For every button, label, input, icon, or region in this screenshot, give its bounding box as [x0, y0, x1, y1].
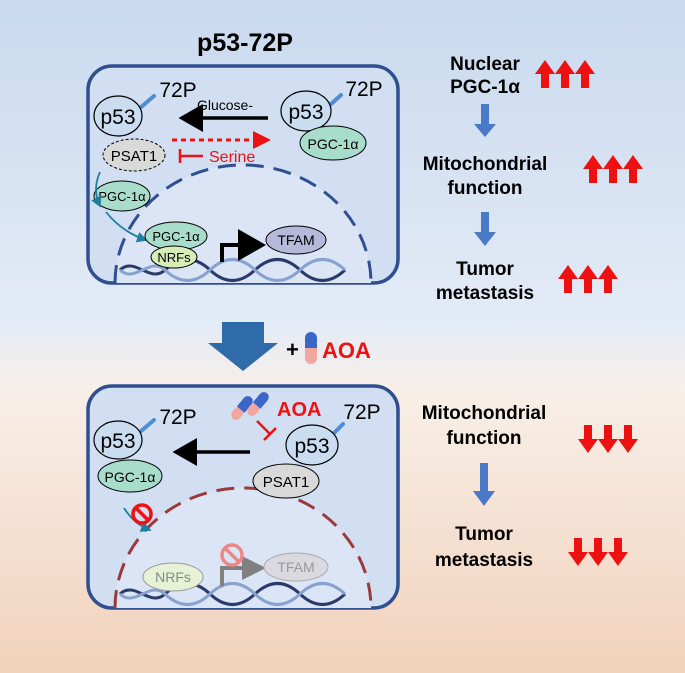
- tag-72p-bottom-left: 72P: [159, 406, 196, 429]
- flow3-line2: metastasis: [436, 283, 534, 304]
- p53-left: [93, 95, 143, 137]
- plus-sign: +: [286, 337, 299, 362]
- flow1-line1: Nuclear: [450, 54, 520, 75]
- nrfs-top-label: NRFs: [157, 250, 191, 265]
- up-arrows-2: [583, 155, 643, 183]
- flow1-line2: PGC-1α: [450, 77, 520, 98]
- bottom-flow: Mitochondrial function Tumor metastasis: [422, 403, 638, 571]
- pgc1a-right: [299, 125, 367, 161]
- tag-line-left: [138, 94, 156, 110]
- top-flow: Nuclear PGC-1α Mitochondrial function Tu…: [423, 54, 643, 304]
- up-arrows-3: [558, 265, 618, 293]
- pgc1a-cyto-label: PGC-1α: [98, 189, 146, 204]
- pgc1a-nuclear-label: PGC-1α: [152, 229, 200, 244]
- bflow2-line1: Tumor: [455, 524, 513, 545]
- pgc1a-bottom-left-label: PGC-1α: [105, 469, 156, 485]
- tfam-top: [265, 225, 327, 255]
- transcription-arrow-top: [220, 229, 266, 262]
- p53-right: [280, 90, 332, 132]
- tag-line-bottom-left: [138, 418, 156, 434]
- flow2-line1: Mitochondrial: [423, 154, 548, 175]
- up-arrows-1: [535, 60, 595, 88]
- translocation-arrow-2: [105, 211, 148, 243]
- flow3-line1: Tumor: [456, 259, 514, 280]
- capsule-icon-bottom: [231, 392, 269, 420]
- p53-bottom-left: [93, 420, 143, 460]
- no-entry-icon-1: [131, 503, 153, 525]
- tag-72p-right: 72P: [345, 78, 382, 101]
- nrfs-top: [150, 245, 198, 269]
- dna-helix-top: [118, 258, 347, 282]
- flow2-line2: function: [448, 178, 523, 199]
- bflow2-line2: metastasis: [435, 550, 533, 571]
- top-title: p53-72P: [197, 29, 293, 57]
- no-entry-icon-2: [220, 543, 244, 567]
- down-arrows-2: [568, 538, 628, 566]
- glucose-label: Glucose-: [197, 97, 253, 113]
- psat1-bottom-label: PSAT1: [263, 474, 309, 491]
- capsule-icon: [305, 332, 317, 364]
- nrfs-bottom: [142, 562, 204, 592]
- nrfs-bottom-label: NRFs: [155, 569, 191, 585]
- down-arrows-1: [578, 425, 638, 453]
- tfam-bottom-label: TFAM: [277, 559, 314, 575]
- serine-inhibition: [178, 149, 203, 163]
- tag-72p-bottom-right: 72P: [343, 401, 380, 424]
- tag-line-bottom-right: [332, 422, 345, 435]
- psat1-protein: [102, 138, 166, 172]
- p53-left-label: p53: [100, 106, 135, 129]
- bottom-panel: AOA 72P p53 PGC-1α 72P p53 PSAT1 NRFs: [86, 384, 400, 610]
- middle-transition: + AOA: [208, 322, 371, 371]
- psat1-bottom: [252, 463, 320, 499]
- p53-right-label: p53: [288, 101, 323, 124]
- tfam-top-label: TFAM: [277, 232, 314, 248]
- p53-bottom-left-label: p53: [100, 430, 135, 453]
- top-panel: p53-72P 72P p53 PSAT1 Glucose- Serine: [86, 29, 400, 285]
- psat1-label: PSAT1: [111, 148, 157, 165]
- aoa-label-mid: AOA: [322, 338, 371, 363]
- pgc1a-bottom-left: [97, 459, 163, 493]
- translocation-arrow-1: [91, 171, 101, 208]
- transcription-arrow-bottom: [220, 556, 266, 586]
- dna-helix-bottom: [118, 582, 347, 606]
- tag-line-right: [328, 93, 343, 107]
- flow-arrow-down-3: [473, 463, 495, 506]
- flow-arrow-down-2: [474, 212, 496, 246]
- tag-72p-left: 72P: [159, 79, 196, 102]
- big-down-arrow: [208, 322, 278, 371]
- p53-bottom-right: [285, 424, 339, 466]
- p53-bottom-right-label: p53: [294, 435, 329, 458]
- aoa-label-bottom: AOA: [277, 399, 321, 421]
- aoa-inhibition: [256, 420, 277, 441]
- serine-label: Serine: [209, 149, 255, 166]
- pgc1a-right-label: PGC-1α: [308, 136, 359, 152]
- tfam-bottom: [263, 552, 329, 582]
- bflow1-line2: function: [447, 428, 522, 449]
- bflow1-line1: Mitochondrial: [422, 403, 547, 424]
- flow-arrow-down-1: [474, 104, 496, 137]
